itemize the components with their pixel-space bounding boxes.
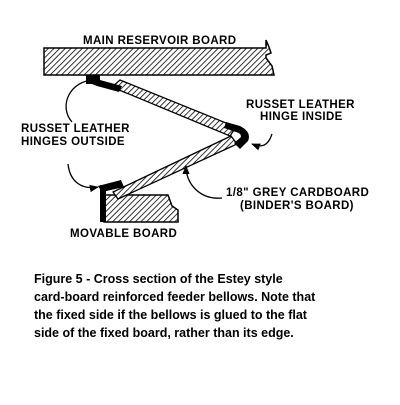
hinges-outside-label-line2: HINGES OUTSIDE (21, 136, 125, 148)
caption-line-1: Figure 5 - Cross section of the Estey st… (34, 272, 283, 286)
lower-cardboard-panel (112, 135, 239, 200)
caption-line-3: the fixed side if the bellows is glued t… (34, 308, 307, 322)
hinge-inside-label-line2: HINGE INSIDE (260, 111, 343, 123)
arrow-to-upper-hinge (65, 76, 96, 123)
caption-line-2: card-board reinforced feeder bellows. No… (34, 290, 316, 304)
hinge-inside-label-line1: RUSSET LEATHER (246, 99, 355, 111)
movable-board (103, 194, 179, 223)
main-board-label: MAIN RESERVOIR BOARD (83, 35, 236, 47)
arrow-to-inside-hinge (251, 133, 273, 151)
inside-hinge (224, 122, 249, 149)
cardboard-label-line2: (BINDER'S BOARD) (240, 200, 354, 212)
cardboard-label-line1: 1/8" GREY CARDBOARD (226, 187, 369, 199)
main-reservoir-board (43, 39, 275, 76)
hinges-outside-label-line1: RUSSET LEATHER (21, 123, 130, 135)
arrow-to-cardboard (182, 165, 223, 199)
arrow-to-lower-hinge (67, 163, 99, 193)
lower-outside-hinge (98, 180, 124, 192)
figure-caption: Figure 5 - Cross section of the Estey st… (34, 270, 384, 342)
movable-board-edge (100, 185, 106, 222)
caption-line-4: side of the fixed board, rather than its… (34, 326, 294, 340)
movable-board-label: MOVABLE BOARD (70, 228, 177, 240)
upper-cardboard-panel (110, 79, 237, 137)
